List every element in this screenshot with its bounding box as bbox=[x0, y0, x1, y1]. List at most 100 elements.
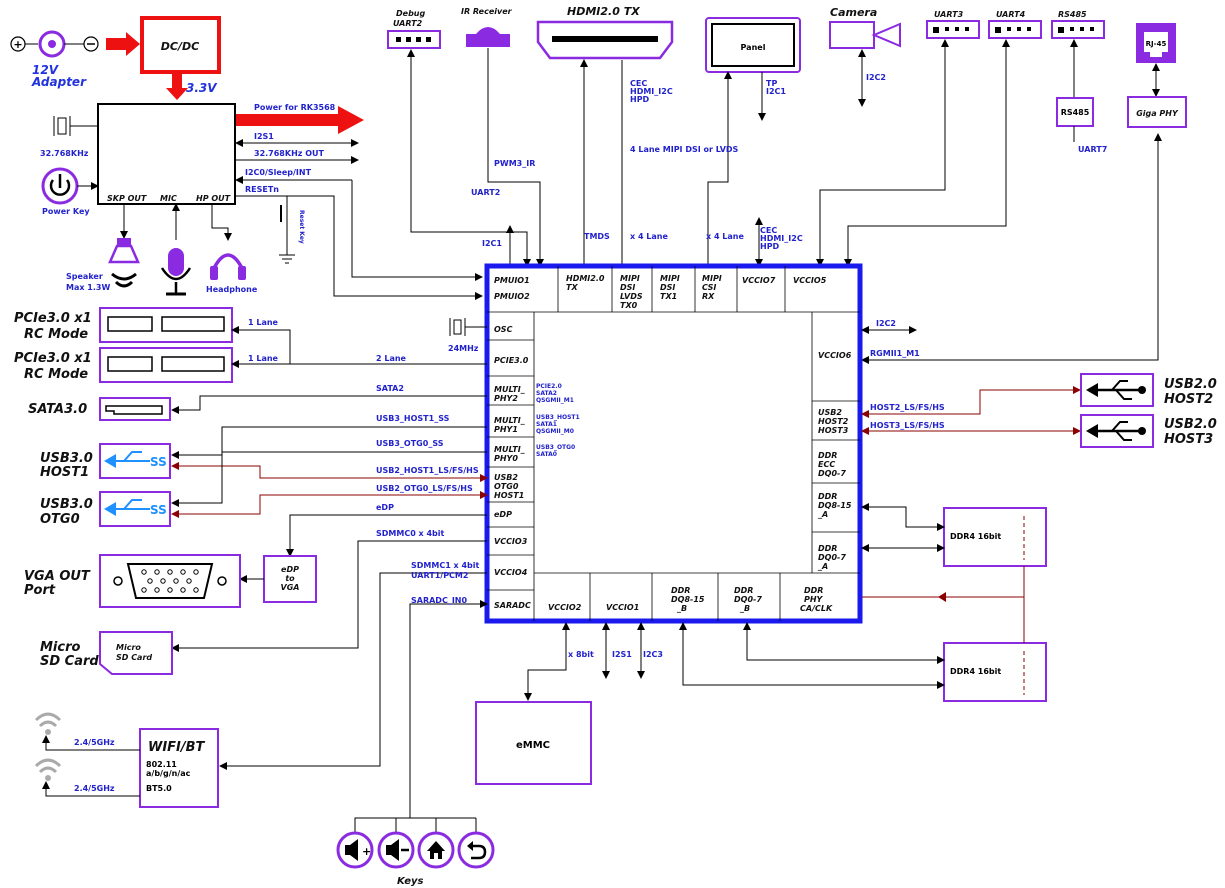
phy1-note-3: QSGMII_M0 bbox=[536, 428, 574, 435]
usb3-otg-icon: SS bbox=[104, 499, 167, 517]
i2c0-label: I2C0/Sleep/INT bbox=[245, 168, 312, 177]
camera-label: Camera bbox=[830, 6, 877, 19]
volume-up-key-icon[interactable]: + bbox=[336, 831, 374, 869]
antenna2-icon bbox=[34, 758, 62, 781]
phy0-l2: PHY0 bbox=[494, 454, 518, 463]
lane1b-label: 1 Lane bbox=[248, 354, 279, 363]
mipi-tx1-l3: TX1 bbox=[660, 292, 677, 301]
usb3-otg0-ss-label: USB3_OTG0_SS bbox=[376, 439, 444, 448]
uart1-label: UART1/PCM2 bbox=[411, 571, 468, 580]
phy0-note-1: USB3_OTG0 bbox=[536, 444, 575, 451]
otg0-l3: HOST1 bbox=[494, 491, 524, 500]
phy2-note-1: PCIE2.0 bbox=[536, 383, 562, 390]
phy1-note-2: SATA1 bbox=[536, 421, 557, 428]
vccio6-label: VCCIO6 bbox=[818, 351, 852, 360]
power-out-arrow bbox=[236, 106, 364, 134]
mipi-rx-l1: MIPI bbox=[702, 274, 722, 283]
edp2vga-l1: eDP bbox=[281, 565, 299, 574]
microphone-icon bbox=[160, 248, 192, 296]
x4lane-b-label: x 4 Lane bbox=[706, 232, 744, 241]
otg0-l1: USB2 bbox=[494, 473, 518, 482]
phy0-l1: MULTI_ bbox=[494, 445, 526, 454]
i2c2-label: I2C2 bbox=[876, 319, 896, 328]
wifi-label: WIFI/BT bbox=[148, 740, 206, 755]
debug-uart-connector bbox=[387, 30, 441, 49]
rs485-transceiver bbox=[1056, 97, 1094, 127]
ddr4b-label: DDR4 16bit bbox=[950, 667, 1001, 676]
lane1a-label: 1 Lane bbox=[248, 318, 279, 327]
phy1-l1: MULTI_ bbox=[494, 416, 526, 425]
vccio3-label: VCCIO3 bbox=[494, 537, 528, 546]
debug-label-2: UART2 bbox=[393, 19, 423, 28]
pwm3-label: PWM3_IR bbox=[494, 159, 535, 168]
phy2-l2: PHY2 bbox=[494, 394, 518, 403]
bottom-section: x 8bit I2S1 I2C3 eMMC bbox=[475, 622, 663, 785]
pcie2-slot bbox=[99, 347, 233, 383]
edp-to-vga-box bbox=[263, 555, 317, 603]
tmds-label: TMDS bbox=[584, 232, 610, 241]
edp2vga-l3: VGA bbox=[281, 583, 300, 592]
mipi-note-label: 4 Lane MIPI DSI or LVDS bbox=[630, 145, 739, 154]
crystal24-icon bbox=[453, 319, 462, 335]
ddr4-a-chip bbox=[943, 507, 1047, 567]
ddr-b0-l3: _B bbox=[739, 604, 750, 613]
sd-label-1: Micro bbox=[40, 640, 81, 655]
usb2h3-label-2: HOST3 bbox=[1164, 432, 1213, 447]
reset-label: RESETn bbox=[245, 185, 279, 194]
pcie-label: PCIE3.0 bbox=[494, 356, 529, 365]
phy2-note-3: QSGMII_M1 bbox=[536, 397, 574, 404]
host23-l3: HOST3 bbox=[818, 426, 849, 435]
ir-receiver-icon bbox=[466, 27, 510, 47]
tp-label-1: TP bbox=[766, 79, 777, 88]
uart4-connector bbox=[988, 20, 1042, 39]
headphone-label: Headphone bbox=[206, 285, 258, 294]
pcie2-label-1: PCIe3.0 x1 bbox=[14, 351, 92, 366]
soc: PMUIO1 PMUIO2 HDMI2.0 TX MIPI DSI LVDS T… bbox=[484, 263, 863, 624]
rail-label: 3.3V bbox=[186, 81, 218, 95]
hdmi-tx-label-1: HDMI2.0 bbox=[566, 274, 605, 283]
ddr-a1-l1: DDR bbox=[818, 492, 837, 501]
pcie1-slot bbox=[99, 307, 233, 343]
phy1-l2: PHY1 bbox=[494, 425, 518, 434]
sdmmc0-label: SDMMC0 x 4bit bbox=[376, 529, 445, 538]
uart7-label: UART7 bbox=[1078, 145, 1107, 154]
ir-label: IR Receiver bbox=[461, 7, 513, 16]
top-connectors: Debug UART2 UART2 IR Receiver PWM3_IR I2… bbox=[387, 5, 1187, 364]
uart4-label: UART4 bbox=[996, 10, 1026, 19]
ddr-b1-l2: DQ8-15 bbox=[671, 595, 705, 604]
tp-label-2: I2C1 bbox=[766, 87, 786, 96]
rgmii-label: RGMII1_M1 bbox=[870, 349, 920, 358]
ecc-l1: DDR bbox=[818, 451, 837, 460]
usb3-host1-ss-label: USB3_HOST1_SS bbox=[376, 414, 450, 423]
ddr4a-label: DDR4 16bit bbox=[950, 532, 1001, 541]
ddr-b1-l1: DDR bbox=[671, 586, 690, 595]
ddr-b0-l1: DDR bbox=[734, 586, 753, 595]
host3-sig-label: HOST3_LS/FS/HS bbox=[870, 421, 945, 430]
x8bit-label: x 8bit bbox=[568, 650, 594, 659]
rail-arrow bbox=[166, 72, 188, 100]
usb2h2-label-2: HOST2 bbox=[1164, 392, 1213, 407]
x4lane-a-label: x 4 Lane bbox=[630, 232, 668, 241]
osc-out-label: 32.768KHz OUT bbox=[254, 149, 325, 158]
vccio5-label: VCCIO5 bbox=[793, 276, 827, 285]
vccio2-label: VCCIO2 bbox=[548, 603, 582, 612]
panel-label: Panel bbox=[741, 43, 766, 52]
host23-l2: HOST2 bbox=[818, 417, 849, 426]
home-key-icon[interactable] bbox=[417, 831, 455, 869]
dcdc-label: DC/DC bbox=[161, 40, 199, 53]
usb3-icon: SS bbox=[104, 451, 167, 469]
vccio7-label: VCCIO7 bbox=[742, 276, 776, 285]
usb2-otg0-label: USB2_OTG0_LS/FS/HS bbox=[376, 484, 473, 493]
phy0-note-2: SATA0 bbox=[536, 451, 557, 458]
i2c1-label: I2C1 bbox=[482, 239, 502, 248]
cec2-label-2: HDMI_I2C bbox=[760, 234, 803, 243]
bottom-i2s1-label: I2S1 bbox=[612, 650, 632, 659]
emmc-chip bbox=[475, 701, 592, 785]
back-key-icon[interactable] bbox=[457, 831, 495, 869]
volume-down-key-icon[interactable] bbox=[377, 831, 415, 869]
mipi-tx0-l2: DSI bbox=[620, 283, 635, 292]
mipi-tx0-l4: TX0 bbox=[620, 301, 638, 310]
host2-sig-label: HOST2_LS/FS/HS bbox=[870, 403, 945, 412]
vccio1-label: VCCIO1 bbox=[606, 603, 639, 612]
sdmmc1-label: SDMMC1 x 4bit bbox=[411, 561, 480, 570]
